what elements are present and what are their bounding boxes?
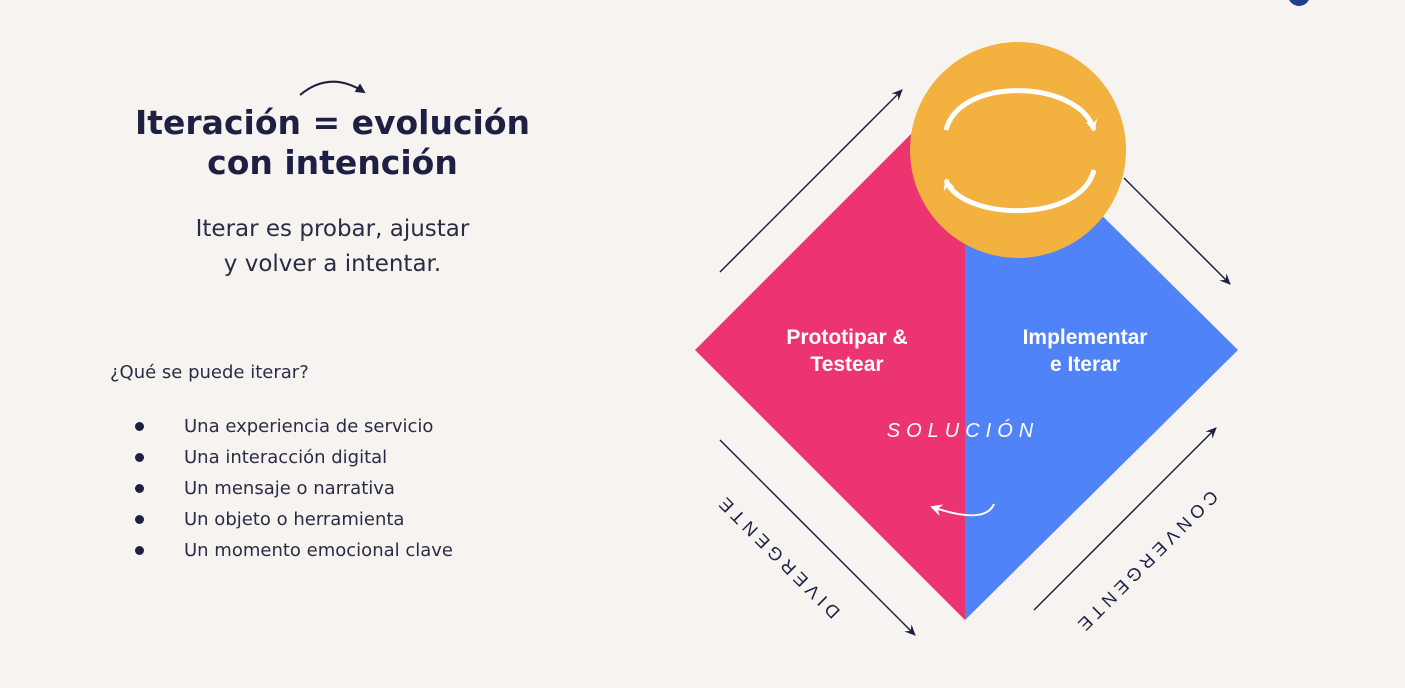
- arrow-divergent: [719, 439, 916, 636]
- list-item: Una interacción digital: [130, 444, 453, 475]
- arrow-down-right-top: [1123, 177, 1231, 285]
- small-return-arrow-icon: [930, 503, 995, 517]
- diamond-left-half: [695, 80, 965, 620]
- iteration-circle: [910, 42, 1126, 258]
- right-label-1: Implementar: [1023, 326, 1148, 349]
- right-label-2: e Iterar: [1050, 353, 1120, 376]
- divergent-label: DIVERGENTE: [712, 490, 844, 622]
- slide-subtitle: Iterar es probar, ajustar y volver a int…: [150, 212, 515, 282]
- convergent-label: CONVERGENTE: [1071, 487, 1222, 638]
- subtitle-line-1: Iterar es probar, ajustar: [195, 216, 470, 242]
- subtitle-line-2: y volver a intentar.: [223, 251, 442, 277]
- iterable-list: Una experiencia de servicio Una interacc…: [130, 413, 453, 568]
- title-line-1: Iteración = evolución: [134, 103, 531, 142]
- left-label-1: Prototipar &: [786, 326, 907, 349]
- list-item: Un momento emocional clave: [130, 537, 453, 568]
- list-item: Un objeto o herramienta: [130, 506, 453, 537]
- slide-title: Iteración = evolución con intención: [130, 103, 535, 183]
- list-item: Un mensaje o narrativa: [130, 475, 453, 506]
- cycle-arrow-top-icon: [943, 88, 1098, 132]
- cycle-arrow-bottom-icon: [943, 169, 1097, 214]
- presenter-avatar: [1288, 0, 1310, 6]
- left-label-2: Testear: [810, 353, 883, 376]
- arrow-convergent: [1033, 427, 1217, 611]
- list-item: Una experiencia de servicio: [130, 413, 453, 444]
- solution-label: SOLUCIÓN: [887, 419, 1039, 442]
- question-heading: ¿Qué se puede iterar?: [110, 362, 309, 383]
- title-line-2: con intención: [207, 143, 458, 182]
- arrow-up-left: [719, 89, 903, 273]
- curved-arrow-icon: [299, 80, 366, 96]
